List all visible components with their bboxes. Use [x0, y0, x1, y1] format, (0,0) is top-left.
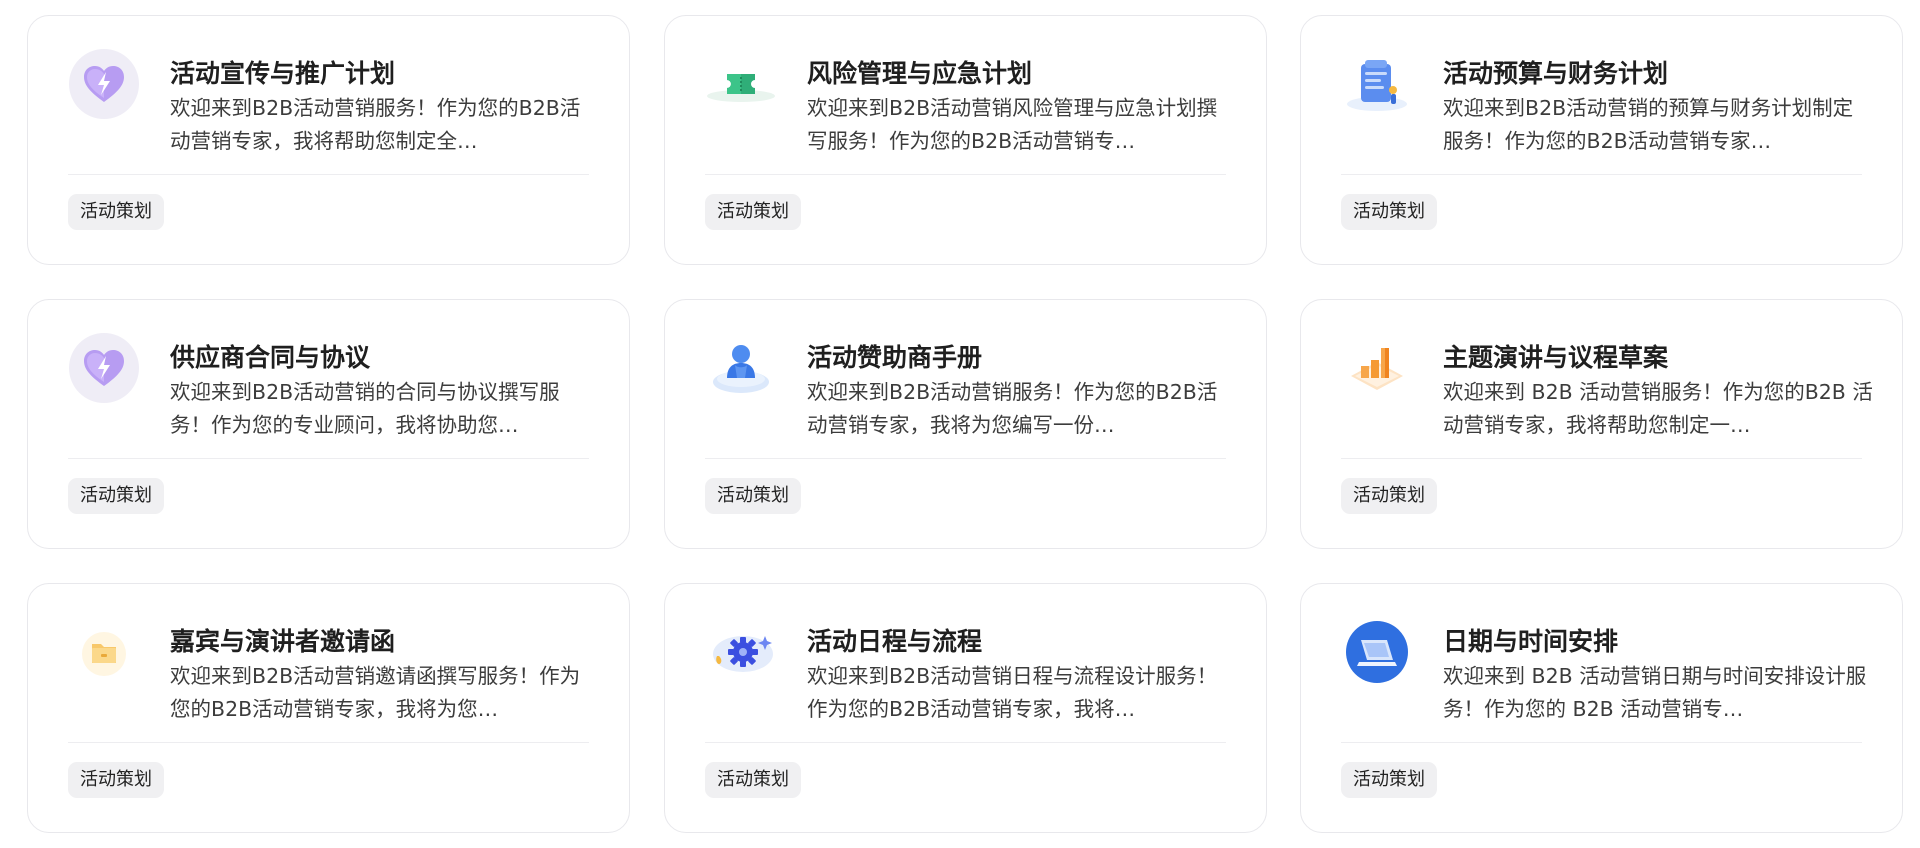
card-divider — [705, 458, 1226, 459]
agent-card-guest-invitation[interactable]: 嘉宾与演讲者邀请函 欢迎来到B2B活动营销邀请函撰写服务！作为您的B2B活动营销… — [27, 583, 630, 833]
heart-lightning-icon — [68, 48, 140, 120]
agent-card-event-promotion-plan[interactable]: 活动宣传与推广计划 欢迎来到B2B活动营销服务！作为您的B2B活动营销专家，我将… — [27, 15, 630, 265]
card-divider — [68, 742, 589, 743]
card-description: 欢迎来到B2B活动营销的合同与协议撰写服务！作为您的专业顾问，我将协助您… — [170, 380, 560, 437]
card-title: 活动宣传与推广计划 — [170, 59, 396, 88]
category-tag: 活动策划 — [705, 762, 801, 798]
card-divider — [1341, 458, 1862, 459]
card-divider — [1341, 174, 1862, 175]
card-description: 欢迎来到B2B活动营销的预算与财务计划制定服务！作为您的B2B活动营销专家… — [1443, 96, 1854, 153]
card-divider — [705, 742, 1226, 743]
card-title: 供应商合同与协议 — [170, 343, 371, 372]
card-title: 主题演讲与议程草案 — [1443, 343, 1669, 372]
card-title: 嘉宾与演讲者邀请函 — [170, 627, 396, 656]
category-tag: 活动策划 — [1341, 762, 1437, 798]
category-tag: 活动策划 — [1341, 478, 1437, 514]
agent-card-sponsor-handbook[interactable]: 活动赞助商手册 欢迎来到B2B活动营销服务！作为您的B2B活动营销专家，我将为您… — [664, 299, 1267, 549]
card-description: 欢迎来到B2B活动营销服务！作为您的B2B活动营销专家，我将帮助您制定全… — [170, 96, 581, 153]
card-description: 欢迎来到 B2B 活动营销服务！作为您的B2B 活动营销专家，我将帮助您制定一… — [1443, 380, 1873, 437]
green-ticket-icon — [705, 48, 777, 120]
card-title: 活动预算与财务计划 — [1443, 59, 1669, 88]
agent-card-keynote-agenda[interactable]: 主题演讲与议程草案 欢迎来到 B2B 活动营销服务！作为您的B2B 活动营销专家… — [1300, 299, 1903, 549]
category-tag: 活动策划 — [68, 194, 164, 230]
folder-icon — [68, 616, 140, 688]
card-divider — [705, 174, 1226, 175]
card-title: 活动日程与流程 — [807, 627, 983, 656]
card-description: 欢迎来到B2B活动营销服务！作为您的B2B活动营销专家，我将为您编写一份… — [807, 380, 1218, 437]
card-title: 日期与时间安排 — [1443, 627, 1619, 656]
card-description: 欢迎来到 B2B 活动营销日期与时间安排设计服务！作为您的 B2B 活动营销专… — [1443, 664, 1867, 721]
category-tag: 活动策划 — [1341, 194, 1437, 230]
budget-board-icon — [1341, 48, 1413, 120]
heart-lightning-icon — [68, 332, 140, 404]
gear-cloud-icon — [705, 616, 777, 688]
category-tag: 活动策划 — [705, 194, 801, 230]
card-divider — [68, 174, 589, 175]
card-divider — [1341, 742, 1862, 743]
category-tag: 活动策划 — [68, 762, 164, 798]
card-title: 活动赞助商手册 — [807, 343, 983, 372]
agent-card-budget-finance-plan[interactable]: 活动预算与财务计划 欢迎来到B2B活动营销的预算与财务计划制定服务！作为您的B2… — [1300, 15, 1903, 265]
person-cloud-icon — [705, 332, 777, 404]
category-tag: 活动策划 — [705, 478, 801, 514]
laptop-icon — [1341, 616, 1413, 688]
agent-card-event-schedule[interactable]: 活动日程与流程 欢迎来到B2B活动营销日程与流程设计服务！作为您的B2B活动营销… — [664, 583, 1267, 833]
card-title: 风险管理与应急计划 — [807, 59, 1033, 88]
category-tag: 活动策划 — [68, 478, 164, 514]
card-description: 欢迎来到B2B活动营销日程与流程设计服务！作为您的B2B活动营销专家，我将… — [807, 664, 1218, 721]
bar-chart-icon — [1341, 332, 1413, 404]
agent-card-date-time-arrangement[interactable]: 日期与时间安排 欢迎来到 B2B 活动营销日期与时间安排设计服务！作为您的 B2… — [1300, 583, 1903, 833]
agent-card-risk-management-plan[interactable]: 风险管理与应急计划 欢迎来到B2B活动营销风险管理与应急计划撰写服务！作为您的B… — [664, 15, 1267, 265]
agent-card-supplier-contract[interactable]: 供应商合同与协议 欢迎来到B2B活动营销的合同与协议撰写服务！作为您的专业顾问，… — [27, 299, 630, 549]
card-description: 欢迎来到B2B活动营销风险管理与应急计划撰写服务！作为您的B2B活动营销专… — [807, 96, 1218, 153]
card-divider — [68, 458, 589, 459]
card-description: 欢迎来到B2B活动营销邀请函撰写服务！作为您的B2B活动营销专家，我将为您… — [170, 664, 581, 721]
